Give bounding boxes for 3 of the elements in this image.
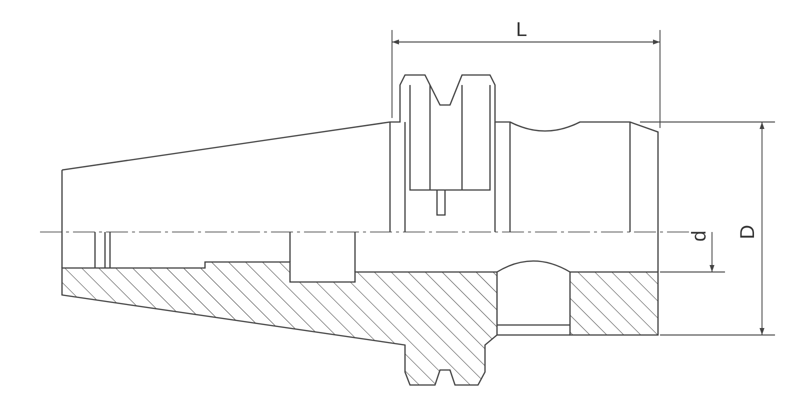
- dimension-label: d: [690, 230, 710, 242]
- dimension-label: L: [516, 20, 528, 40]
- dimension-label: D: [738, 224, 758, 240]
